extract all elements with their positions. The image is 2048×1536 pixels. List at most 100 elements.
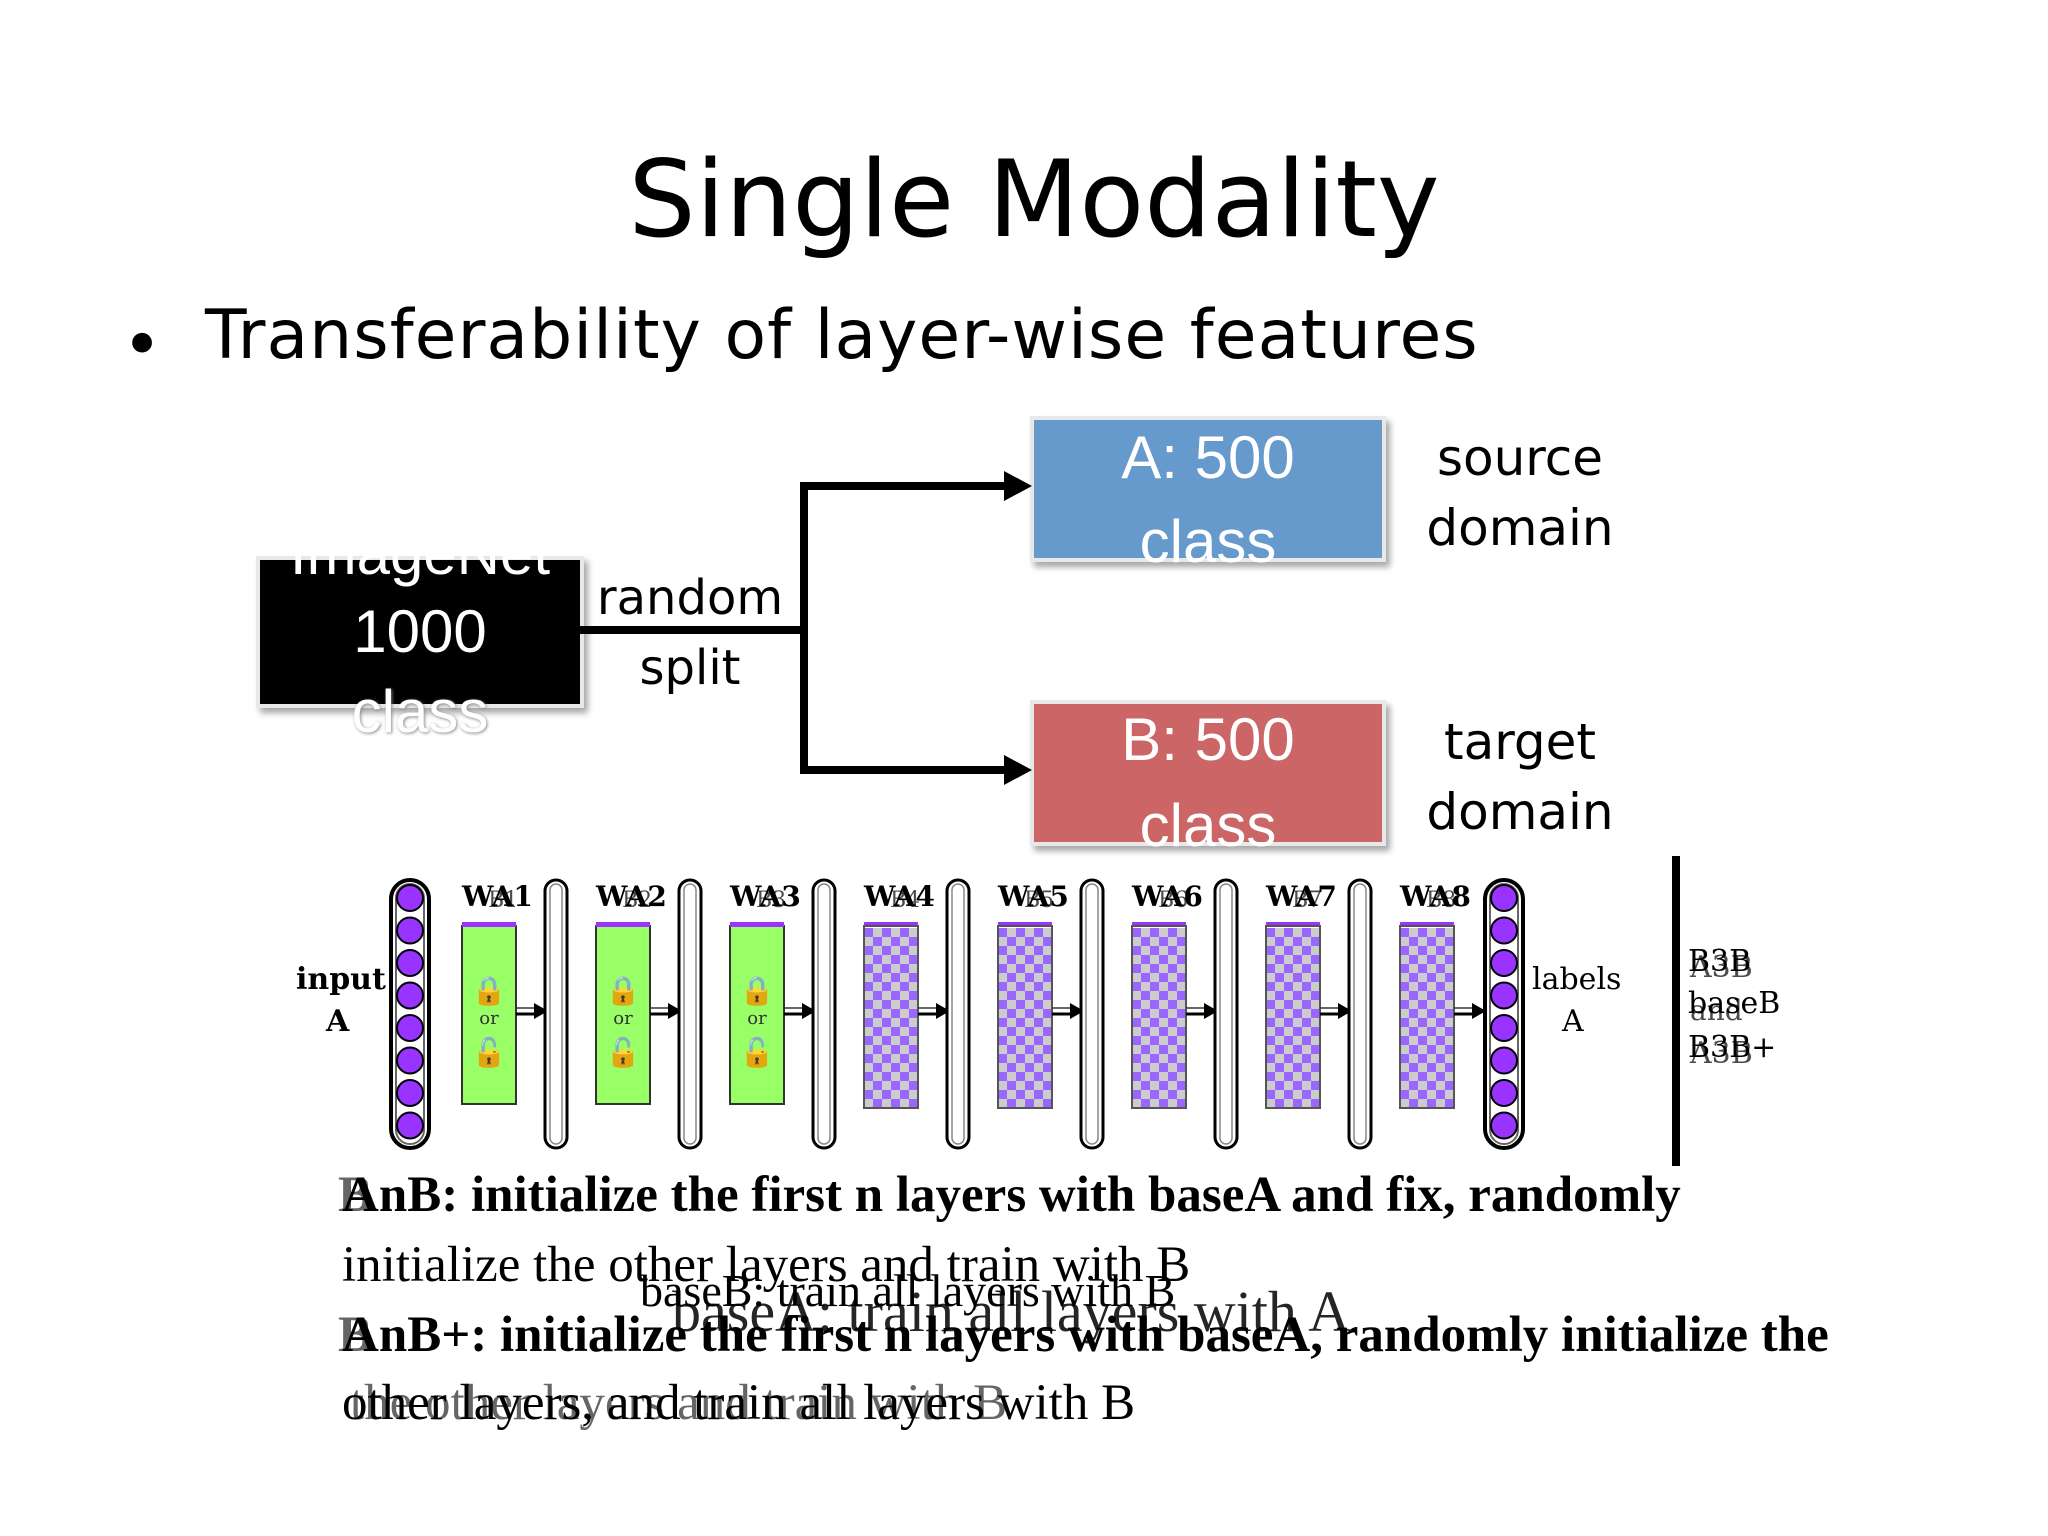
trainable-weight-block-cell (891, 982, 900, 991)
trainable-weight-block-cell (1132, 1090, 1141, 1099)
weight-label: WA4 (864, 880, 935, 913)
trainable-weight-block-cell (1132, 946, 1141, 955)
trainable-weight-block-cell (864, 964, 873, 973)
trainable-weight-block-cell (1445, 973, 1454, 982)
trainable-weight-block-cell (1177, 1000, 1186, 1009)
trainable-weight-block-cell (1132, 991, 1141, 1000)
trainable-weight-block-cell (1132, 1054, 1141, 1063)
trainable-weight-block-cell (873, 1090, 882, 1099)
input-layer-neuron (396, 1111, 424, 1140)
hidden-layer (677, 878, 703, 1150)
trainable-weight-block-cell (882, 964, 891, 973)
weight-label-overlay: B4 (890, 888, 921, 913)
trainable-weight-block-cell (1302, 928, 1311, 937)
trainable-weight-block-cell (1293, 964, 1302, 973)
trainable-weight-block-cell (1400, 1036, 1409, 1045)
trainable-weight-block-cell (882, 1045, 891, 1054)
trainable-weight-block-cell (1275, 1045, 1284, 1054)
caption-line-4: AnB+: initialize the first n layers with… (342, 1307, 1829, 1363)
trainable-weight-block-cell (1168, 991, 1177, 1000)
trainable-weight-block-cell (998, 1090, 1007, 1099)
trainable-weight-block-cell (1427, 1072, 1436, 1081)
trainable-weight-block-cell (864, 1027, 873, 1036)
trainable-weight-block-cell (1409, 937, 1418, 946)
trainable-weight-block-cell (1436, 1018, 1445, 1027)
weight-label: WA1 (462, 880, 533, 913)
trainable-weight-block-cell (1284, 1045, 1293, 1054)
trainable-weight-block-cell (1302, 964, 1311, 973)
caption-line-2: initialize the other layers and train wi… (342, 1237, 1191, 1293)
target-label-1: target (1443, 713, 1597, 771)
trainable-weight-block-cell (1141, 991, 1150, 1000)
trainable-weight-block-cell (998, 1027, 1007, 1036)
trainable-weight-block-cell (1150, 946, 1159, 955)
trainable-weight-block-cell (882, 946, 891, 955)
trainable-weight-block-cell (909, 1054, 918, 1063)
trainable-weight-block-cell (891, 973, 900, 982)
trainable-weight-block-cell (1034, 955, 1043, 964)
trainable-weight-block-cell (1016, 1009, 1025, 1018)
trainable-weight-block-cell (1293, 1099, 1302, 1108)
trainable-weight-block-cell (1427, 973, 1436, 982)
trainable-weight-block-cell (1418, 1090, 1427, 1099)
trainable-weight-block-cell (998, 1036, 1007, 1045)
bullet-mark: • (122, 306, 163, 385)
trainable-weight-block-cell (1284, 1000, 1293, 1009)
trainable-weight-block-cell (1293, 1045, 1302, 1054)
trainable-weight-block-cell (1400, 1009, 1409, 1018)
trainable-weight-block-cell (891, 1063, 900, 1072)
trainable-weight-block-cell (1436, 1081, 1445, 1090)
trainable-weight-block-cell (864, 1099, 873, 1108)
trainable-weight-block-cell (1302, 946, 1311, 955)
trainable-weight-block-cell (1168, 1018, 1177, 1027)
layer-arrow-head (1204, 1003, 1218, 1019)
trainable-weight-block-cell (1266, 1018, 1275, 1027)
trainable-weight-block-cell (1284, 1072, 1293, 1081)
trainable-weight-block-cell (1159, 1072, 1168, 1081)
input-layer-neuron (396, 981, 424, 1010)
trainable-weight-block-cell (1132, 973, 1141, 982)
trainable-weight-block-cell (1141, 928, 1150, 937)
trainable-weight-block-cell (1436, 928, 1445, 937)
trainable-weight-block-cell (1418, 937, 1427, 946)
trainable-weight-block-cell (882, 1027, 891, 1036)
trainable-weight-block-cell (1034, 1099, 1043, 1108)
weight-label: WA3 (730, 880, 801, 913)
trainable-weight-block-cell (873, 1036, 882, 1045)
trainable-weight-block-cell (1436, 937, 1445, 946)
trainable-weight-block-cell (1436, 1027, 1445, 1036)
trainable-weight-block-cell (1284, 1027, 1293, 1036)
trainable-weight-block-cell (1150, 1018, 1159, 1027)
trainable-weight-block-cell (1284, 991, 1293, 1000)
source-label-2: domain (1426, 499, 1614, 557)
trainable-weight-block-cell (1150, 1054, 1159, 1063)
trainable-weight-block-cell (1266, 1054, 1275, 1063)
trainable-weight-block-cell (864, 1018, 873, 1027)
trainable-weight-block-cell (909, 1063, 918, 1072)
trainable-weight-block-cell (1293, 1036, 1302, 1045)
weight-label: WA2 (596, 880, 667, 913)
trainable-weight-block-cell (1275, 1036, 1284, 1045)
trainable-weight-block-cell (1177, 973, 1186, 982)
trainable-weight-block-cell (1150, 928, 1159, 937)
trainable-weight-block-cell (1159, 1000, 1168, 1009)
trainable-weight-block-cell (1436, 1000, 1445, 1009)
trainable-weight-block-cell (873, 1063, 882, 1072)
trainable-weight-block-cell (1141, 1081, 1150, 1090)
trainable-weight-block-cell (1007, 1090, 1016, 1099)
trainable-weight-block-cell (891, 1099, 900, 1108)
trainable-weight-block-cell (1025, 1072, 1034, 1081)
hidden-layer (1079, 878, 1105, 1150)
trainable-weight-block-cell (1025, 1090, 1034, 1099)
output-layer-neuron (1490, 981, 1518, 1010)
trainable-weight-block-cell (1016, 1099, 1025, 1108)
trainable-weight-block-cell (1150, 1081, 1159, 1090)
trainable-weight-block-cell (864, 1081, 873, 1090)
trainable-weight-block-cell (1311, 1036, 1320, 1045)
right-label-2: baseB (1688, 986, 1781, 1021)
trainable-weight-block-cell (1445, 1081, 1454, 1090)
trainable-weight-block-cell (1043, 1009, 1052, 1018)
box-b: B: 500 class (1030, 700, 1386, 859)
trainable-weight-block-cell (1168, 1000, 1177, 1009)
trainable-weight-block-cell (1132, 1027, 1141, 1036)
